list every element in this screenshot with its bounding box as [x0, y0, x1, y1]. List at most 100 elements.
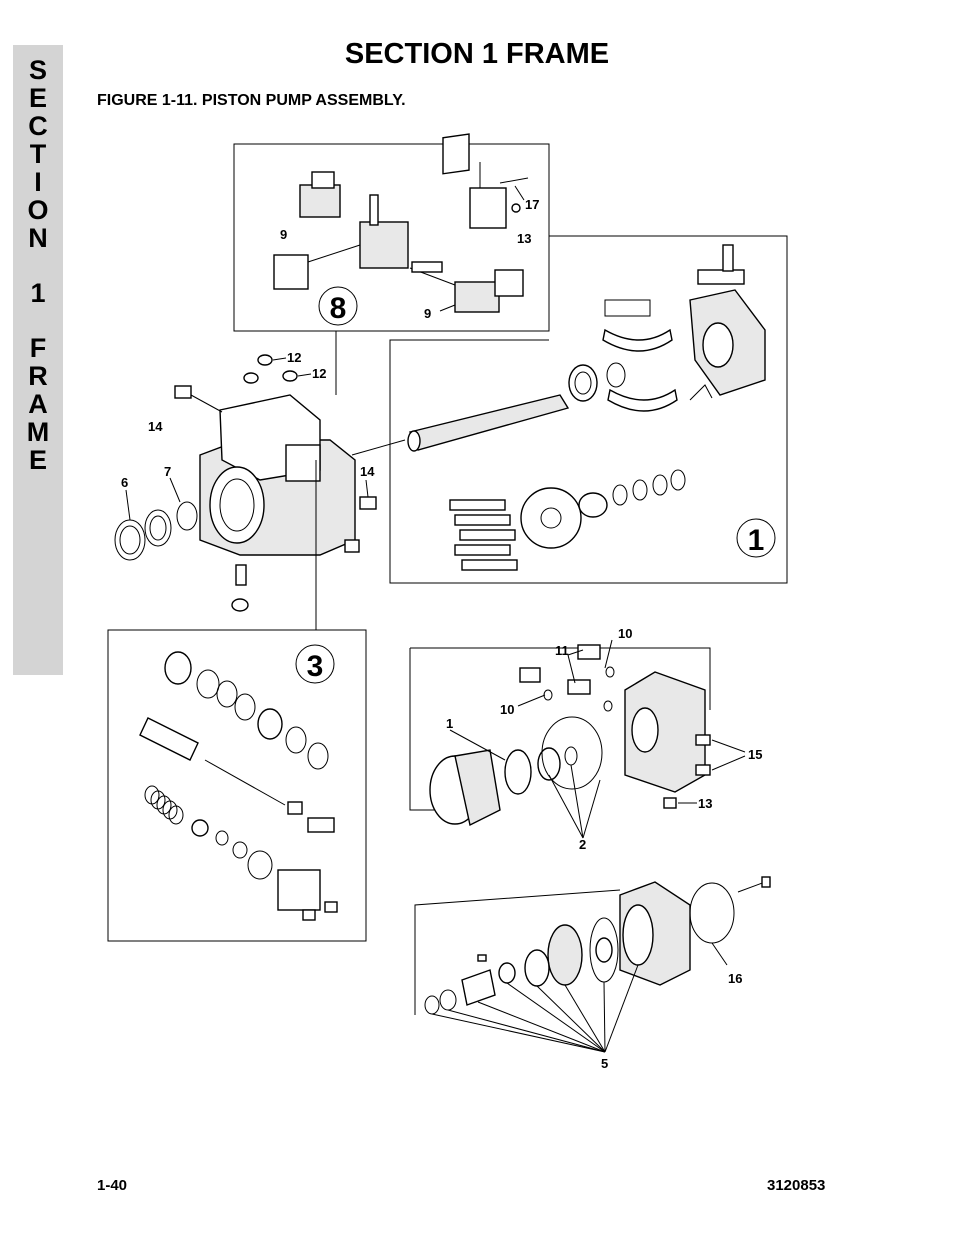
leader-line	[449, 729, 506, 761]
group-frame	[410, 647, 711, 710]
ring-part	[232, 841, 248, 859]
leader-line	[570, 764, 584, 839]
pump-housing-group: 12 12 14 14 6 7	[114, 350, 377, 612]
spring-seat-part	[191, 819, 209, 837]
side-tab-letter: N	[28, 223, 48, 253]
seal-part	[234, 693, 256, 721]
callout-13: 13	[517, 231, 531, 246]
swashplate-part	[702, 322, 734, 368]
saddle-bearing-part	[602, 328, 673, 352]
callout-circle-8	[318, 286, 358, 326]
plug-part	[663, 797, 677, 809]
inset-1-frame	[389, 235, 788, 584]
fitting-part	[511, 203, 521, 213]
fitting-part	[695, 764, 711, 776]
seal-part	[144, 509, 172, 547]
seal-part	[119, 525, 141, 555]
leader-line	[351, 439, 406, 456]
plug-part	[243, 372, 259, 384]
screw-part	[302, 909, 316, 921]
o-ring-part	[603, 700, 613, 712]
spring-ring-part	[632, 479, 648, 501]
callout-3-big: 3	[307, 650, 324, 683]
side-tab-letter: S	[28, 55, 47, 85]
o-ring-part	[689, 882, 735, 944]
callout-9: 9	[424, 306, 431, 321]
bolt-part	[722, 244, 734, 272]
end-cover-face-part	[622, 904, 654, 966]
valve-block-part	[359, 221, 409, 269]
side-tab-letter: I	[34, 167, 42, 197]
gasket-part	[273, 254, 309, 290]
leader-line	[169, 477, 181, 503]
solenoid-part	[454, 281, 500, 313]
leader-line	[567, 654, 576, 684]
side-tab-letter: O	[27, 195, 49, 225]
plug-part	[282, 370, 298, 382]
seal-part	[149, 515, 167, 541]
o-ring-part	[605, 666, 615, 678]
leader-line	[582, 779, 601, 839]
coupling-part	[461, 969, 496, 1006]
inset-8-valve-group: 8 9 9 17 13	[233, 133, 550, 332]
drive-shaft-part	[407, 430, 421, 452]
o-ring-part	[247, 850, 273, 880]
check-valve-part	[519, 667, 541, 683]
bearing-part	[568, 364, 598, 402]
side-tab-letter: A	[28, 389, 48, 419]
spherical-guide-part	[578, 492, 608, 518]
retainer-plate-part	[520, 487, 582, 549]
bolt-part	[737, 881, 766, 893]
leader-line	[439, 304, 456, 312]
callout-13: 13	[698, 796, 712, 811]
leader-line	[517, 694, 546, 707]
seal-part	[285, 726, 307, 754]
side-tab-letter: 1	[30, 278, 46, 308]
leader-line	[548, 774, 584, 839]
gerotor-housing-part	[547, 924, 583, 986]
solenoid-part	[311, 171, 335, 189]
ring-part	[215, 830, 229, 846]
side-tab-letter: C	[28, 111, 48, 141]
leader-line	[567, 649, 584, 656]
check-valve-part	[567, 679, 591, 695]
leader-line	[297, 373, 312, 377]
seal-part	[307, 742, 329, 770]
figure-title: FIGURE 1-11. PISTON PUMP ASSEMBLY.	[97, 92, 406, 109]
bearing-part	[574, 371, 592, 395]
inset-3-compensator-group: 3	[107, 629, 367, 942]
callout-14: 14	[360, 464, 375, 479]
plug-part	[231, 598, 249, 612]
piston-set-part	[449, 499, 518, 571]
spool-part	[139, 717, 199, 761]
callout-12: 12	[287, 350, 301, 365]
saddle-bearing-part	[607, 388, 678, 412]
leader-line	[711, 942, 728, 966]
document-number: 3120853	[767, 1177, 826, 1194]
snap-ring-part	[424, 995, 440, 1015]
screw-part	[324, 901, 338, 913]
housing-bore-part	[209, 466, 265, 544]
leader-line	[125, 489, 131, 521]
callout-1: 1	[446, 716, 453, 731]
retainer-plate-part	[540, 507, 562, 529]
drive-shaft-part	[409, 394, 570, 451]
snap-ring-part	[439, 989, 457, 1011]
ring-part	[564, 746, 578, 766]
pin-part	[235, 564, 247, 586]
callout-16: 16	[728, 971, 742, 986]
gear-part	[498, 962, 516, 984]
callout-7: 7	[164, 464, 171, 479]
gasket-part	[442, 133, 470, 175]
pin-part	[307, 817, 335, 833]
bracket-part	[697, 269, 745, 285]
port-block-face-part	[631, 707, 659, 753]
callout-circle-3	[295, 644, 335, 684]
rod-part	[204, 759, 286, 806]
fitting-part	[344, 539, 360, 553]
fitting-part	[695, 734, 711, 746]
spring-ring-part	[652, 474, 668, 496]
side-tab-letter: T	[29, 139, 47, 169]
inset-3-frame	[107, 629, 367, 942]
